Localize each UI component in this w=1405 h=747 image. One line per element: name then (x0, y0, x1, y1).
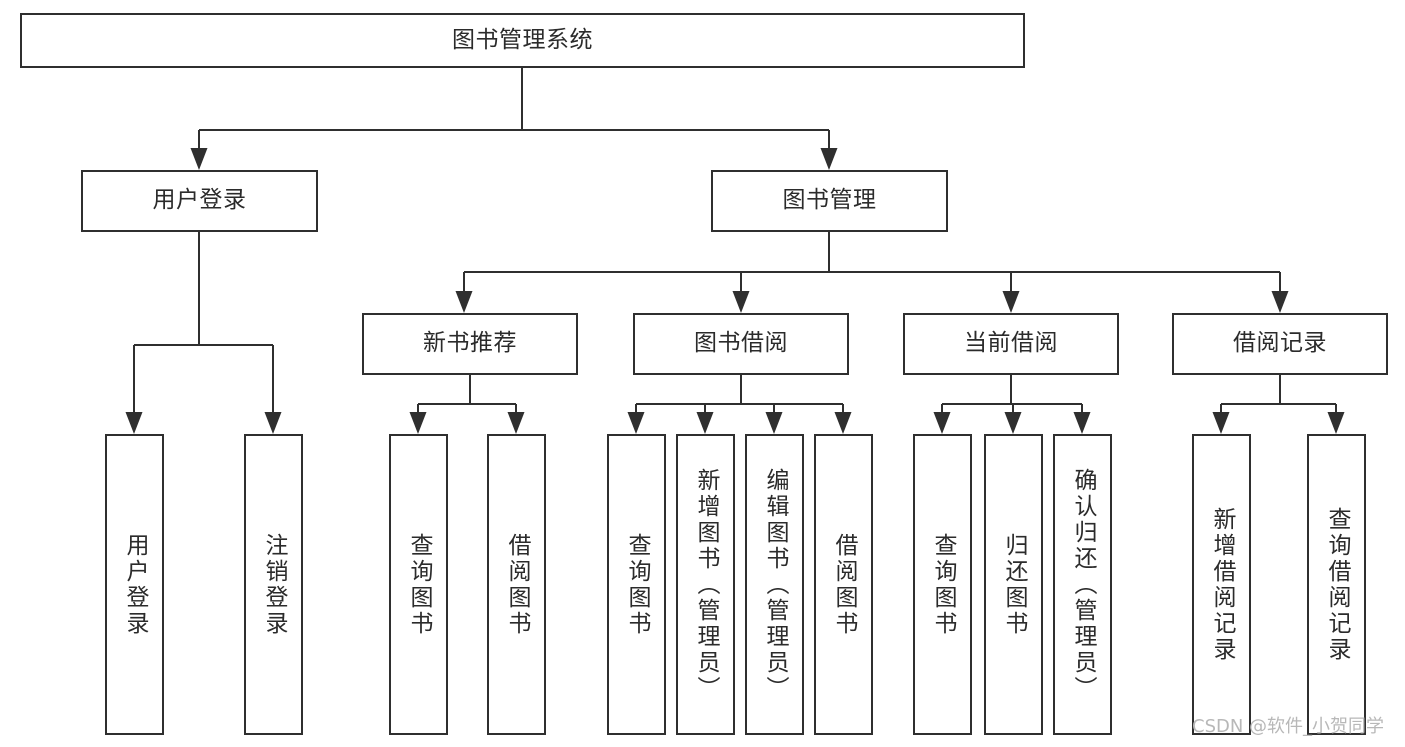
arrow-to-leaf-return-book (1004, 412, 1022, 434)
arrow-to-current-borrow (1002, 291, 1020, 313)
node-leaf-query-book-2-label: 查询图书 (624, 532, 650, 637)
arrow-to-leaf-user-logout (264, 412, 282, 434)
node-leaf-edit-book-label: 编辑图书（管理员） (762, 467, 788, 702)
arrow-to-leaf-query-book-3 (933, 412, 951, 434)
node-current-borrow[interactable]: 当前借阅 (903, 313, 1119, 375)
node-leaf-add-borrow-record-label: 新增借阅记录 (1209, 506, 1235, 663)
node-leaf-query-book-2[interactable]: 查询图书 (607, 434, 666, 735)
arrow-to-user-login (190, 148, 208, 170)
node-leaf-user-login-label: 用户登录 (122, 532, 148, 637)
arrow-to-leaf-confirm-return (1073, 412, 1091, 434)
arrow-to-leaf-borrow-book-1 (507, 412, 525, 434)
arrow-to-leaf-edit-book (765, 412, 783, 434)
node-leaf-confirm-return[interactable]: 确认归还（管理员） (1053, 434, 1112, 735)
node-leaf-query-book-1-label: 查询图书 (406, 532, 432, 637)
node-leaf-borrow-book-2-label: 借阅图书 (831, 532, 857, 637)
node-leaf-query-book-3[interactable]: 查询图书 (913, 434, 972, 735)
arrow-to-leaf-query-record (1327, 412, 1345, 434)
arrow-to-leaf-borrow-book-2 (834, 412, 852, 434)
node-leaf-add-book-label: 新增图书（管理员） (693, 467, 719, 702)
node-root-label: 图书管理系统 (452, 26, 593, 53)
node-current-borrow-label: 当前借阅 (964, 330, 1058, 357)
arrow-to-book-borrow (732, 291, 750, 313)
node-book-management[interactable]: 图书管理 (711, 170, 948, 232)
node-leaf-return-book[interactable]: 归还图书 (984, 434, 1043, 735)
node-borrow-record[interactable]: 借阅记录 (1172, 313, 1388, 375)
node-leaf-edit-book[interactable]: 编辑图书（管理员） (745, 434, 804, 735)
node-leaf-user-login[interactable]: 用户登录 (105, 434, 164, 735)
node-leaf-borrow-book-1[interactable]: 借阅图书 (487, 434, 546, 735)
node-book-management-label: 图书管理 (782, 187, 877, 214)
node-new-book-recommendation-label: 新书推荐 (423, 330, 517, 357)
arrow-to-book-mgmt (820, 148, 838, 170)
node-leaf-confirm-return-label: 确认归还（管理员） (1070, 467, 1096, 702)
arrow-to-leaf-add-book (696, 412, 714, 434)
node-user-login[interactable]: 用户登录 (81, 170, 318, 232)
arrow-to-borrow-record (1271, 291, 1289, 313)
arrow-to-leaf-query-book-1 (409, 412, 427, 434)
node-leaf-borrow-book-1-label: 借阅图书 (504, 532, 530, 637)
node-borrow-record-label: 借阅记录 (1233, 330, 1327, 357)
arrow-to-leaf-add-record (1212, 412, 1230, 434)
arrow-to-leaf-user-login (125, 412, 143, 434)
csdn-watermark: CSDN @软件_小贺同学 (1192, 716, 1385, 737)
node-leaf-return-book-label: 归还图书 (1001, 532, 1027, 637)
node-new-book-recommendation[interactable]: 新书推荐 (362, 313, 578, 375)
node-book-borrow-label: 图书借阅 (694, 330, 788, 357)
node-leaf-add-book[interactable]: 新增图书（管理员） (676, 434, 735, 735)
node-leaf-query-book-3-label: 查询图书 (930, 532, 956, 637)
node-leaf-user-logout-label: 注销登录 (261, 532, 287, 637)
node-leaf-borrow-book-2[interactable]: 借阅图书 (814, 434, 873, 735)
node-root[interactable]: 图书管理系统 (20, 13, 1025, 68)
node-leaf-query-borrow-record[interactable]: 查询借阅记录 (1307, 434, 1366, 735)
arrow-to-leaf-query-book-2 (627, 412, 645, 434)
node-leaf-query-borrow-record-label: 查询借阅记录 (1324, 506, 1350, 663)
arrow-to-new-book-rec (455, 291, 473, 313)
node-leaf-add-borrow-record[interactable]: 新增借阅记录 (1192, 434, 1251, 735)
node-user-login-label: 用户登录 (152, 187, 247, 214)
node-leaf-user-logout[interactable]: 注销登录 (244, 434, 303, 735)
node-book-borrow[interactable]: 图书借阅 (633, 313, 849, 375)
node-leaf-query-book-1[interactable]: 查询图书 (389, 434, 448, 735)
